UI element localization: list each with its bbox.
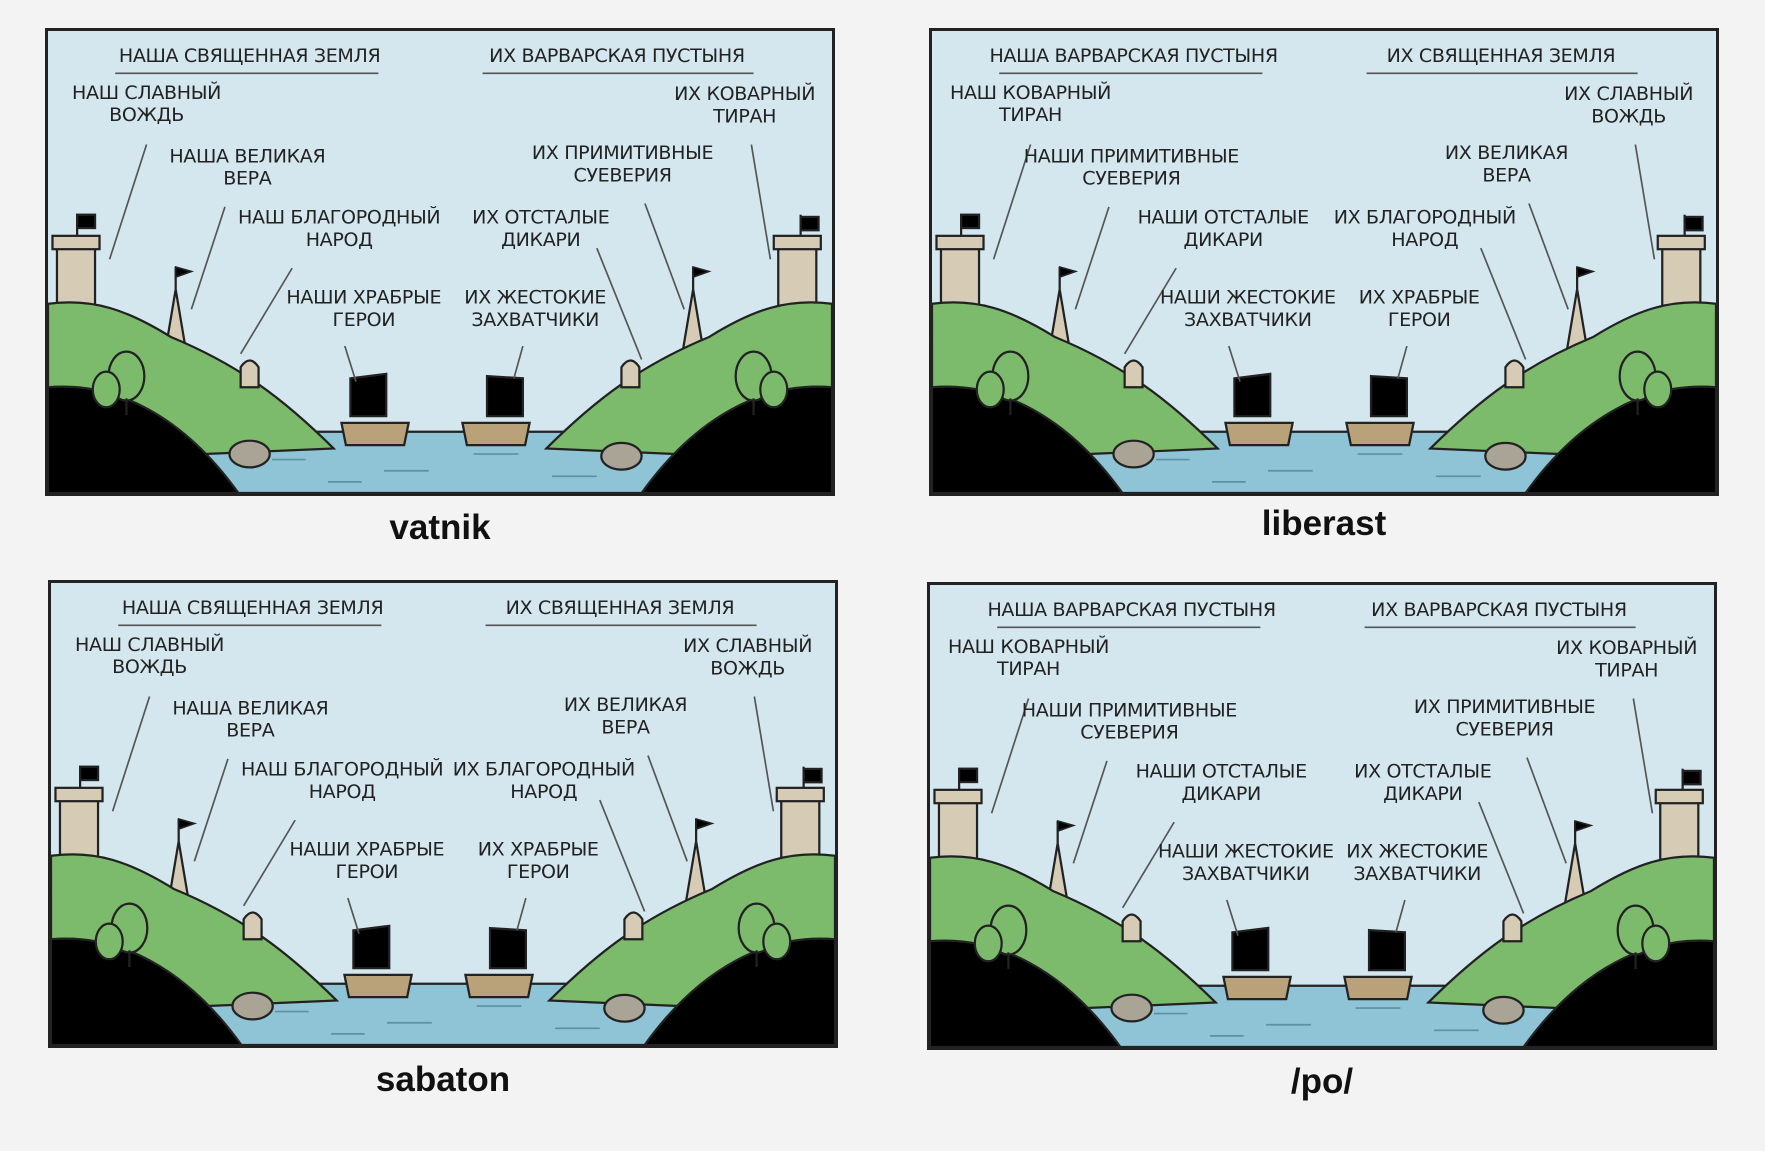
panel-caption: sabaton xyxy=(375,1060,511,1099)
right-faith-label: ВЕРА xyxy=(1482,164,1531,186)
left-faith-label: ВЕРА xyxy=(226,720,275,742)
left-people-label: ДИКАРИ xyxy=(1182,783,1261,805)
header-right: ИХ ВАРВАРСКАЯ ПУСТЫНЯ xyxy=(1371,599,1627,621)
left-leader-label: НАШ КОВАРНЫЙ xyxy=(948,635,1109,658)
left-people-label: НАШИ ОТСТАЛЫЕ xyxy=(1138,207,1309,229)
right-people-label: ДИКАРИ xyxy=(1383,783,1462,805)
right-ship xyxy=(461,374,531,447)
panel-caption: liberast xyxy=(1261,504,1387,543)
comic-scene: НАША ВАРВАРСКАЯ ПУСТЫНЯ ИХ СВЯЩЕННАЯ ЗЕМЛ… xyxy=(932,31,1716,493)
right-people-label: НАРОД xyxy=(1391,229,1458,251)
panel-caption: vatnik xyxy=(389,508,491,547)
header-left: НАША СВЯЩЕННАЯ ЗЕМЛЯ xyxy=(122,597,383,619)
left-people-label: НАШИ ОТСТАЛЫЕ xyxy=(1136,761,1307,783)
left-faith-label: НАШИ ПРИМИТИВНЫЕ xyxy=(1022,699,1237,721)
header-right: ИХ СВЯЩЕННАЯ ЗЕМЛЯ xyxy=(506,597,735,619)
comic-panel-4: НАША ВАРВАРСКАЯ ПУСТЫНЯ ИХ ВАРВАРСКАЯ ПУС… xyxy=(927,582,1717,1050)
right-people-label: ИХ БЛАГОРОДНЫЙ xyxy=(453,758,635,781)
left-leader-label: ТИРАН xyxy=(998,104,1062,126)
left-faith-label: НАША ВЕЛИКАЯ xyxy=(169,145,325,167)
header-left: НАША ВАРВАРСКАЯ ПУСТЫНЯ xyxy=(989,45,1277,67)
left-people-label: НАРОД xyxy=(309,781,376,803)
right-faith-label: СУЕВЕРИЯ xyxy=(573,164,671,186)
left-faith-label: НАША ВЕЛИКАЯ xyxy=(172,697,328,719)
left-heroes-label: НАШИ ЖЕСТОКИЕ xyxy=(1158,841,1334,863)
header-right: ИХ ВАРВАРСКАЯ ПУСТЫНЯ xyxy=(489,45,745,67)
left-people-label: НАШ БЛАГОРОДНЫЙ xyxy=(238,206,440,229)
comic-panel-1: НАША СВЯЩЕННАЯ ЗЕМЛЯ ИХ ВАРВАРСКАЯ ПУСТЫН… xyxy=(45,28,835,496)
right-ship xyxy=(464,926,534,999)
right-people-label: ДИКАРИ xyxy=(501,229,580,251)
header-right: ИХ СВЯЩЕННАЯ ЗЕМЛЯ xyxy=(1387,45,1616,67)
left-leader-label: НАШ СЛАВНЫЙ xyxy=(72,81,221,104)
header-left: НАША СВЯЩЕННАЯ ЗЕМЛЯ xyxy=(119,45,380,67)
left-heroes-label: ГЕРОИ xyxy=(333,309,396,331)
left-faith-label: ВЕРА xyxy=(223,168,272,190)
left-leader-label: ТИРАН xyxy=(996,658,1060,680)
left-faith-label: СУЕВЕРИЯ xyxy=(1080,722,1178,744)
left-heroes-label: ЗАХВАТЧИКИ xyxy=(1182,863,1310,885)
right-people-label: НАРОД xyxy=(510,781,577,803)
comic-panel-2: НАША ВАРВАРСКАЯ ПУСТЫНЯ ИХ СВЯЩЕННАЯ ЗЕМЛ… xyxy=(929,28,1719,496)
right-heroes-label: ИХ ХРАБРЫЕ xyxy=(478,839,599,861)
right-faith-label: ВЕРА xyxy=(601,716,650,738)
right-faith-label: ИХ ВЕЛИКАЯ xyxy=(1445,142,1568,164)
right-leader-label: ИХ СЛАВНЫЙ xyxy=(683,634,812,657)
comic-scene: НАША СВЯЩЕННАЯ ЗЕМЛЯ ИХ СВЯЩЕННАЯ ЗЕМЛЯ НА… xyxy=(51,583,835,1045)
left-people-label: НАШ БЛАГОРОДНЫЙ xyxy=(241,758,443,781)
right-leader-label: ВОЖДЬ xyxy=(710,657,785,679)
left-heroes-label: НАШИ ХРАБРЫЕ xyxy=(286,287,441,309)
left-heroes-label: НАШИ ХРАБРЫЕ xyxy=(289,839,444,861)
left-people-label: НАРОД xyxy=(306,229,373,251)
comic-panel-3: НАША СВЯЩЕННАЯ ЗЕМЛЯ ИХ СВЯЩЕННАЯ ЗЕМЛЯ НА… xyxy=(48,580,838,1048)
left-ship xyxy=(343,924,414,999)
left-leader-label: НАШ СЛАВНЫЙ xyxy=(75,633,224,656)
left-heroes-label: ЗАХВАТЧИКИ xyxy=(1184,309,1312,331)
right-faith-label: ИХ ПРИМИТИВНЫЕ xyxy=(532,142,713,164)
left-ship xyxy=(1224,372,1295,447)
right-heroes-label: ГЕРОИ xyxy=(1388,309,1451,331)
right-heroes-label: ИХ ЖЕСТОКИЕ xyxy=(1346,841,1488,863)
right-heroes-label: ИХ ЖЕСТОКИЕ xyxy=(464,287,606,309)
left-ship xyxy=(1222,926,1293,1001)
right-heroes-label: ГЕРОИ xyxy=(507,861,570,883)
right-leader-label: ИХ КОВАРНЫЙ xyxy=(1556,636,1697,659)
right-people-label: ИХ ОТСТАЛЫЕ xyxy=(1354,761,1491,783)
right-people-label: ИХ БЛАГОРОДНЫЙ xyxy=(1334,206,1516,229)
right-leader-label: ТИРАН xyxy=(712,105,776,127)
right-leader-label: ИХ СЛАВНЫЙ xyxy=(1564,82,1693,105)
left-ship xyxy=(340,372,411,447)
right-people-label: ИХ ОТСТАЛЫЕ xyxy=(472,207,609,229)
right-faith-label: СУЕВЕРИЯ xyxy=(1455,718,1553,740)
right-heroes-label: ЗАХВАТЧИКИ xyxy=(1353,863,1481,885)
right-ship xyxy=(1343,928,1413,1001)
right-heroes-label: ЗАХВАТЧИКИ xyxy=(471,309,599,331)
right-leader-label: ИХ КОВАРНЫЙ xyxy=(674,82,815,105)
right-ship xyxy=(1345,374,1415,447)
left-faith-label: СУЕВЕРИЯ xyxy=(1082,168,1180,190)
left-leader-label: ВОЖДЬ xyxy=(112,656,187,678)
comic-scene: НАША СВЯЩЕННАЯ ЗЕМЛЯ ИХ ВАРВАРСКАЯ ПУСТЫН… xyxy=(48,31,832,493)
left-leader-label: НАШ КОВАРНЫЙ xyxy=(950,81,1111,104)
left-people-label: ДИКАРИ xyxy=(1184,229,1263,251)
left-heroes-label: ГЕРОИ xyxy=(336,861,399,883)
right-faith-label: ИХ ПРИМИТИВНЫЕ xyxy=(1414,696,1595,718)
right-leader-label: ВОЖДЬ xyxy=(1591,105,1666,127)
header-left: НАША ВАРВАРСКАЯ ПУСТЫНЯ xyxy=(987,599,1275,621)
right-faith-label: ИХ ВЕЛИКАЯ xyxy=(564,694,687,716)
left-heroes-label: НАШИ ЖЕСТОКИЕ xyxy=(1160,287,1336,309)
panel-caption: /po/ xyxy=(1290,1062,1354,1101)
left-faith-label: НАШИ ПРИМИТИВНЫЕ xyxy=(1024,145,1239,167)
right-heroes-label: ИХ ХРАБРЫЕ xyxy=(1359,287,1480,309)
left-leader-label: ВОЖДЬ xyxy=(109,104,184,126)
right-leader-label: ТИРАН xyxy=(1594,659,1658,681)
comic-scene: НАША ВАРВАРСКАЯ ПУСТЫНЯ ИХ ВАРВАРСКАЯ ПУС… xyxy=(930,585,1714,1047)
